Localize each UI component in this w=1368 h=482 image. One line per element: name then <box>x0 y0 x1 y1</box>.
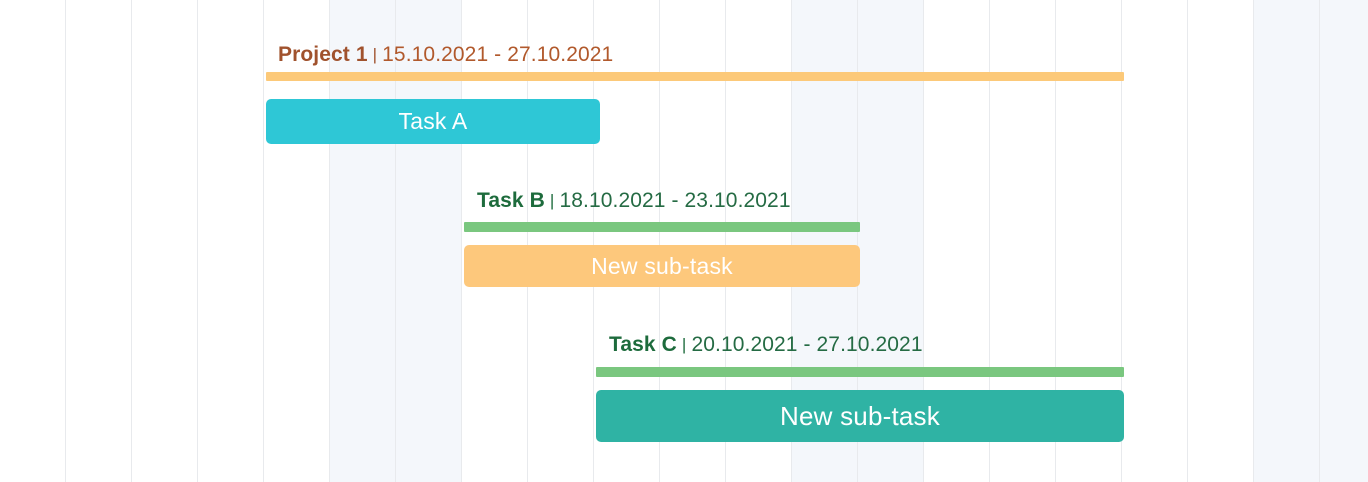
project-1-separator: | <box>372 45 378 64</box>
timeline-column <box>726 0 792 482</box>
timeline-column <box>198 0 264 482</box>
timeline-column <box>264 0 330 482</box>
timeline-column <box>1056 0 1122 482</box>
project-1-name: Project 1 <box>278 43 368 66</box>
task-b-label: Task B|18.10.2021 - 23.10.2021 <box>477 190 791 211</box>
timeline-column <box>132 0 198 482</box>
task-b-subtask-bar[interactable]: New sub-task <box>464 245 860 287</box>
timeline-column <box>924 0 990 482</box>
timeline-column <box>990 0 1056 482</box>
task-b-separator: | <box>549 191 555 210</box>
task-c-dates: 20.10.2021 - 27.10.2021 <box>691 333 923 356</box>
task-c-subtask-bar[interactable]: New sub-task <box>596 390 1124 442</box>
timeline-column <box>1320 0 1368 482</box>
timeline-column <box>1188 0 1254 482</box>
task-c-subtask-label: New sub-task <box>780 400 940 431</box>
project-1-dates: 15.10.2021 - 27.10.2021 <box>382 43 614 66</box>
task-c-label: Task C|20.10.2021 - 27.10.2021 <box>609 334 923 355</box>
project-1-bar[interactable] <box>266 72 1124 81</box>
timeline-column <box>0 0 66 482</box>
task-b-subtask-label: New sub-task <box>591 252 733 279</box>
task-c-separator: | <box>681 335 687 354</box>
timeline-column <box>462 0 528 482</box>
task-b-dates: 18.10.2021 - 23.10.2021 <box>559 189 791 212</box>
timeline-column <box>66 0 132 482</box>
timeline-column <box>528 0 594 482</box>
task-a-bar[interactable]: Task A <box>266 99 600 144</box>
timeline-column <box>1254 0 1320 482</box>
timeline-column <box>1122 0 1188 482</box>
task-b-progress-bar[interactable] <box>464 222 860 232</box>
timeline-column <box>660 0 726 482</box>
project-1-label: Project 1|15.10.2021 - 27.10.2021 <box>278 44 613 65</box>
task-a-bar-label: Task A <box>398 108 468 134</box>
task-b-name: Task B <box>477 189 545 212</box>
timeline-column <box>594 0 660 482</box>
task-c-name: Task C <box>609 333 677 356</box>
task-c-progress-bar[interactable] <box>596 367 1124 377</box>
